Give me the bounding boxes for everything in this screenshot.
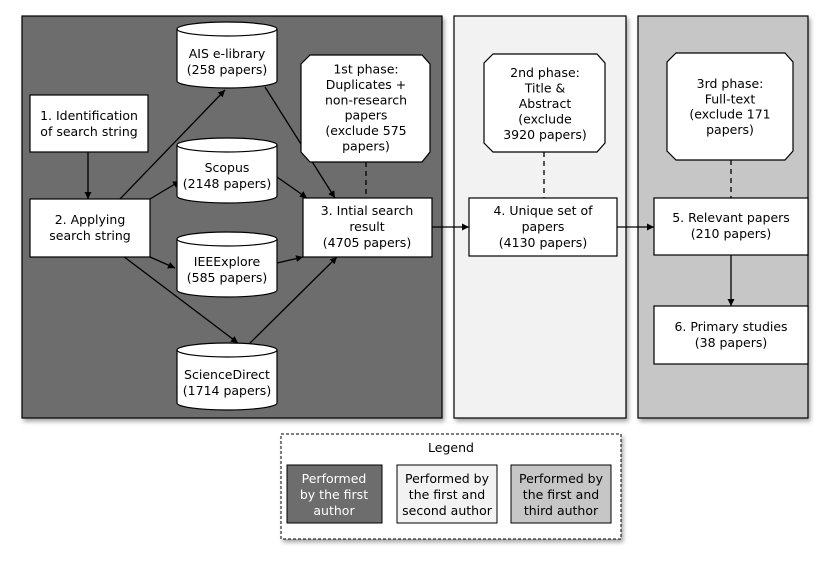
- db-ais-cylinder: [176, 21, 278, 89]
- edge-step2-sciencedirect: [122, 255, 239, 344]
- db-ieee-cylinder: [176, 231, 278, 298]
- label-line: Performed by: [405, 471, 490, 486]
- phase1-note: [300, 54, 431, 163]
- label-line: 2nd phase:: [510, 65, 580, 80]
- label-line: (1714 papers): [183, 383, 271, 398]
- label-line: (38 papers): [695, 335, 768, 350]
- label-line: Performed by: [519, 471, 604, 486]
- label-line: second author: [402, 503, 493, 518]
- label-line: 3rd phase:: [697, 76, 764, 91]
- label-line: papers): [706, 122, 754, 137]
- label-line: 3. Intial search: [321, 203, 414, 218]
- edge-ieee-step3: [276, 255, 304, 264]
- label-line: (2148 papers): [183, 176, 271, 191]
- label-line: Title &: [524, 81, 566, 96]
- label-line: the first and: [523, 487, 599, 502]
- label-line: search string: [49, 228, 130, 243]
- legend-title: Legend: [428, 440, 474, 455]
- legend-swatch-second: [396, 464, 498, 524]
- label-line: 3920 papers): [503, 127, 587, 142]
- legend-swatch-third: [510, 464, 612, 524]
- label-line: 6. Primary studies: [674, 319, 787, 334]
- label-line: AIS e-library: [189, 46, 266, 61]
- label-line: (exclude 171: [689, 107, 770, 122]
- label-line: author: [313, 503, 355, 518]
- label-line: result: [349, 219, 384, 234]
- edges: [84, 86, 735, 349]
- label-line: Performed: [302, 471, 367, 486]
- label-line: third author: [524, 503, 599, 518]
- edge-step2-scopus: [149, 180, 181, 200]
- label-line: (exclude 575: [325, 123, 406, 138]
- label-line: 1. Identification: [40, 108, 138, 123]
- db-scopus-cylinder: [176, 137, 278, 204]
- edge-scopus-step3: [276, 176, 308, 199]
- step5-label: 5. Relevant papers(210 papers): [672, 210, 790, 241]
- label-line: by the first: [300, 487, 368, 502]
- step1-box: [29, 94, 149, 153]
- step2-box: [29, 198, 151, 258]
- label-line: (4130 papers): [499, 235, 587, 250]
- label-line: 1st phase:: [333, 62, 398, 77]
- label-line: papers): [342, 139, 390, 154]
- label-line: 5. Relevant papers: [672, 210, 790, 225]
- label-line: (4705 papers): [323, 235, 411, 250]
- db-sciencedirect-label: ScienceDirect(1714 papers): [183, 367, 271, 398]
- phase-notes: [300, 52, 794, 163]
- db-scopus-label: Scopus(2148 papers): [183, 160, 271, 191]
- step3-box: [302, 197, 433, 258]
- db-ais-label: AIS e-library(258 papers): [187, 46, 267, 77]
- step6-label: 6. Primary studies(38 papers): [674, 319, 787, 350]
- label-line: (258 papers): [187, 62, 267, 77]
- edge-sciencedirect-step3: [244, 256, 338, 349]
- label-line: Duplicates +: [326, 77, 407, 92]
- label-line: ScienceDirect: [184, 367, 270, 382]
- label-line: the first and: [409, 487, 485, 502]
- edge-step2-ieee: [149, 256, 176, 269]
- process-boxes: [29, 94, 809, 365]
- step5-box: [653, 197, 809, 256]
- db-ieee-label: IEEExplore(585 papers): [187, 254, 267, 285]
- label-line: papers: [522, 219, 565, 234]
- label-line: 2. Applying: [55, 212, 126, 227]
- label-line: 4. Unique set of: [493, 203, 593, 218]
- label-line: Abstract: [519, 96, 572, 111]
- phase3-note: [666, 52, 794, 161]
- label-line: (exclude: [518, 111, 572, 126]
- label-line: papers: [345, 108, 388, 123]
- label-line: Full-text: [705, 91, 756, 106]
- phase2-note: [483, 53, 606, 153]
- legend-swatch-first: [286, 464, 383, 524]
- label-line: (210 papers): [691, 226, 771, 241]
- edge-step2-ais: [119, 89, 226, 200]
- label-line: of search string: [40, 124, 137, 139]
- step6-box: [653, 305, 809, 365]
- label-line: (585 papers): [187, 270, 267, 285]
- db-sciencedirect-cylinder: [176, 342, 278, 411]
- database-cylinders: [176, 21, 278, 411]
- label-line: non-research: [325, 92, 407, 107]
- edge-ais-step3: [264, 86, 336, 199]
- label-line: IEEExplore: [194, 254, 261, 269]
- step4-box: [468, 197, 618, 257]
- label-line: Scopus: [205, 160, 250, 175]
